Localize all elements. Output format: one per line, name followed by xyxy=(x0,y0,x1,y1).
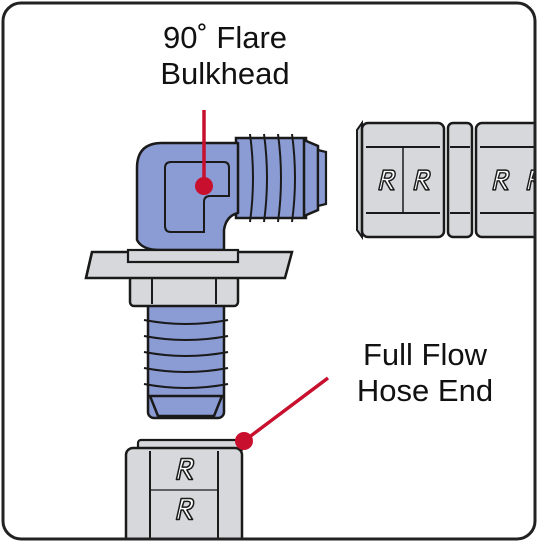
label-full-flow-line2: Hose End xyxy=(356,373,494,408)
bulkhead-nut xyxy=(128,274,240,308)
label-full-flow-line1: Full Flow xyxy=(362,337,487,372)
hose-end-nut xyxy=(474,121,535,239)
bulkhead-panel xyxy=(84,248,294,280)
label-flare-bulkhead-line1: 90˚ Flare xyxy=(162,20,288,55)
callout-bulkhead xyxy=(195,110,213,195)
label-flare-bulkhead: 90˚ Flare Bulkhead xyxy=(140,20,310,92)
hose-end-assembly-right xyxy=(356,119,535,241)
callout-dot-icon xyxy=(195,177,213,195)
full-flow-hose-end xyxy=(124,438,244,539)
label-flare-bulkhead-line2: Bulkhead xyxy=(160,56,290,91)
callout-hose-end xyxy=(235,376,330,450)
flare-bulkhead-fitting xyxy=(128,133,328,420)
callout-dot-icon xyxy=(235,432,253,450)
label-full-flow-hose-end: Full Flow Hose End xyxy=(340,337,510,409)
